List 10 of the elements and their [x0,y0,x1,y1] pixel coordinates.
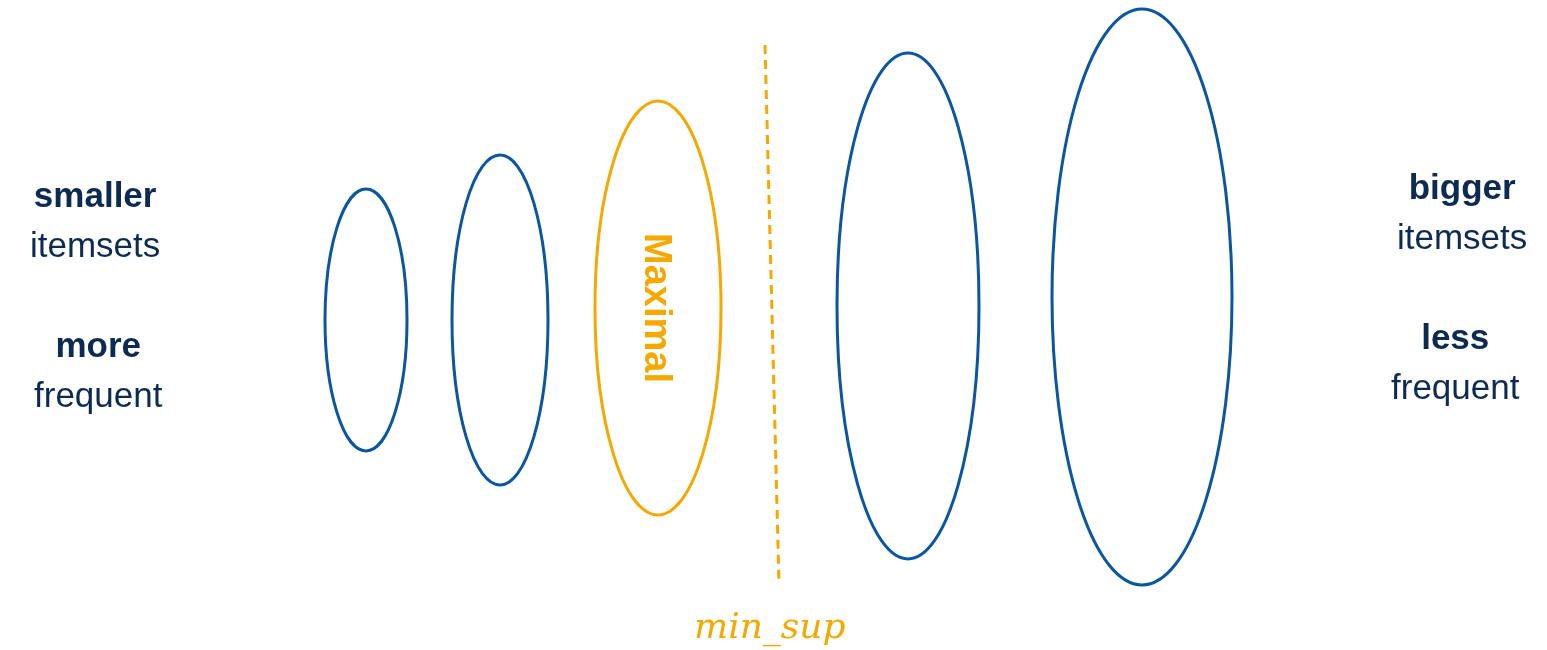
side-label: less frequent [1391,316,1520,408]
ellipse [450,153,550,487]
side-label: more frequent [34,324,163,416]
side-label: bigger itemsets [1397,166,1528,258]
ellipse [323,187,409,453]
ellipse-label: Maximal [639,233,677,383]
ellipse [593,99,723,517]
side-label: smaller itemsets [30,174,161,266]
ellipse [1050,7,1234,587]
ellipse [835,51,981,561]
